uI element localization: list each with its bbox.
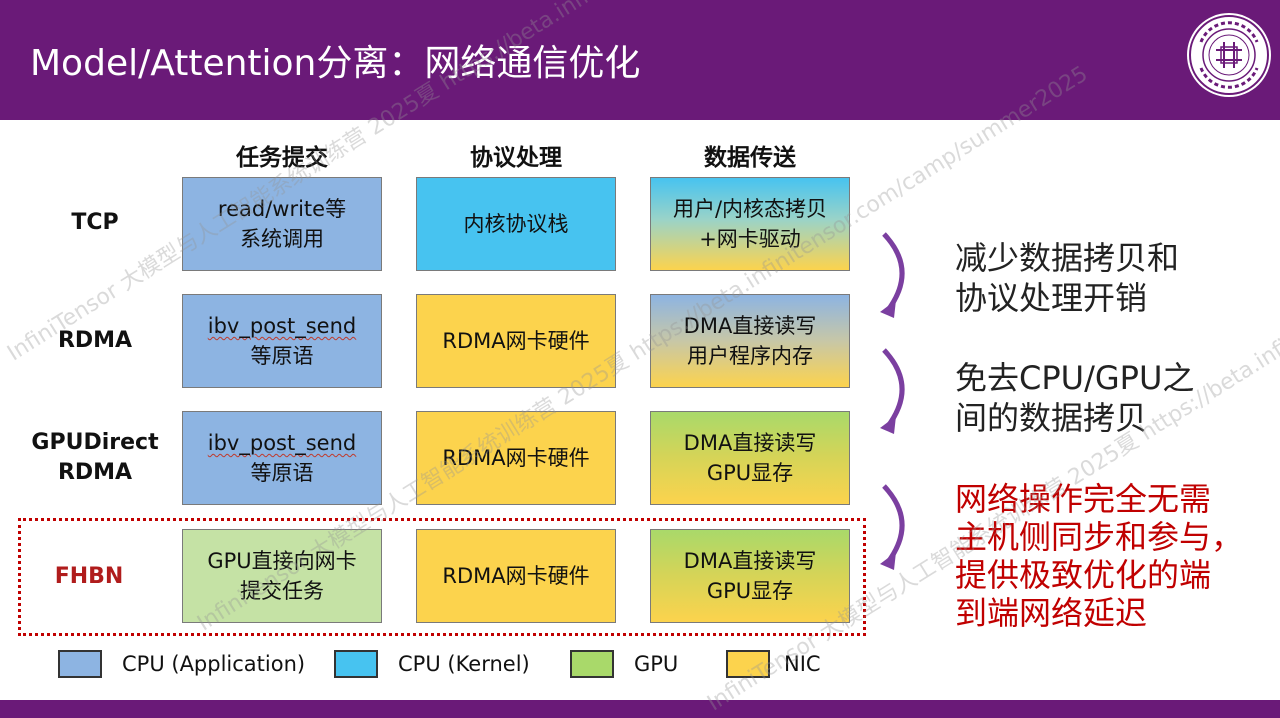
legend-swatch	[334, 650, 378, 678]
row-label-rdma: RDMA	[20, 326, 170, 356]
cell-gpudirect-protocol: RDMA网卡硬件	[416, 411, 616, 505]
university-seal-logo	[1187, 13, 1271, 97]
column-header-data-transfer: 数据传送	[704, 145, 796, 171]
cell-text: 用户/内核态拷贝	[672, 197, 828, 221]
cell-text: RDMA网卡硬件	[442, 564, 590, 588]
cell-text: read/write等	[217, 197, 347, 221]
cell-text: 系统调用	[239, 227, 324, 251]
row-label-line: RDMA	[57, 328, 133, 353]
note-line: 网络操作完全无需	[955, 480, 1212, 518]
cell-text: RDMA网卡硬件	[442, 446, 590, 470]
cell-text: ibv_post_send	[207, 431, 357, 455]
legend-label: CPU (Application)	[122, 652, 306, 676]
cell-tcp-protocol: 内核协议栈	[416, 177, 616, 271]
curved-arrow-icon	[880, 232, 905, 318]
note-no-cpu-gpu-copy: 免去CPU/GPU之 间的数据拷贝	[955, 358, 1194, 438]
bottom-bar	[0, 700, 1280, 718]
note-reduce-copy: 减少数据拷贝和 协议处理开销	[955, 238, 1179, 318]
cell-text: RDMA网卡硬件	[442, 329, 590, 353]
legend-label: CPU (Kernel)	[398, 652, 530, 676]
cell-rdma-protocol: RDMA网卡硬件	[416, 294, 616, 388]
cell-text: 用户程序内存	[687, 344, 813, 368]
cell-tcp-task-submit: read/write等系统调用	[182, 177, 382, 271]
slide-title: Model/Attention分离：网络通信优化	[30, 43, 641, 84]
cell-text: 等原语	[250, 461, 314, 485]
cell-text: GPU显存	[706, 579, 794, 603]
legend-swatch	[726, 650, 770, 678]
note-line: 到端网络延迟	[955, 594, 1148, 632]
cell-gpudirect-task-submit: ibv_post_send 等原语	[182, 411, 382, 505]
cell-text: 等原语	[250, 344, 314, 368]
curved-arrow-icon	[880, 484, 905, 570]
legend-swatch	[58, 650, 102, 678]
cell-text: DMA直接读写	[683, 431, 817, 455]
row-label-gpudirect-rdma: GPUDirect RDMA	[20, 428, 170, 488]
note-line: 主机侧同步和参与，	[955, 518, 1244, 556]
cell-text: ibv_post_send	[207, 314, 357, 338]
fhbn-highlight-box	[18, 518, 866, 636]
row-label-line: RDMA	[57, 460, 133, 485]
cell-fhbn-protocol: RDMA网卡硬件	[416, 529, 616, 623]
note-line: 免去CPU/GPU之	[955, 359, 1195, 397]
column-header-protocol: 协议处理	[470, 145, 562, 171]
cell-text: +网卡驱动	[699, 227, 801, 251]
note-fhbn-benefit: 网络操作完全无需 主机侧同步和参与， 提供极致优化的端 到端网络延迟	[955, 480, 1243, 632]
curved-arrow-icon	[880, 348, 905, 434]
cell-tcp-data-transfer: 用户/内核态拷贝 +网卡驱动	[650, 177, 850, 271]
cell-fhbn-task-submit: GPU直接向网卡提交任务	[182, 529, 382, 623]
cell-text: DMA直接读写	[683, 549, 817, 573]
note-line: 减少数据拷贝和	[955, 239, 1180, 277]
legend-swatch	[570, 650, 614, 678]
column-header-task-submit: 任务提交	[236, 145, 328, 171]
cell-text: GPU显存	[706, 461, 794, 485]
note-line: 协议处理开销	[955, 279, 1148, 317]
cell-rdma-data-transfer: DMA直接读写用户程序内存	[650, 294, 850, 388]
row-label-line: GPUDirect	[31, 430, 159, 455]
cell-gpudirect-data-transfer: DMA直接读写 GPU显存	[650, 411, 850, 505]
cell-fhbn-data-transfer: DMA直接读写 GPU显存	[650, 529, 850, 623]
note-line: 提供极致优化的端	[955, 556, 1212, 594]
title-bar	[0, 0, 1280, 120]
cell-text: DMA直接读写	[683, 314, 817, 338]
note-line: 间的数据拷贝	[955, 399, 1148, 437]
row-label-tcp: TCP	[20, 208, 170, 238]
cell-text: GPU直接向网卡	[207, 549, 357, 573]
legend-label: NIC	[784, 652, 821, 676]
row-label-line: TCP	[71, 210, 119, 235]
cell-text: 提交任务	[240, 579, 324, 603]
cell-rdma-task-submit: ibv_post_send 等原语	[182, 294, 382, 388]
row-label-fhbn: FHBN	[14, 562, 164, 592]
legend-label: GPU	[634, 652, 679, 676]
row-label-line: FHBN	[54, 564, 124, 589]
cell-text: 内核协议栈	[463, 212, 569, 236]
